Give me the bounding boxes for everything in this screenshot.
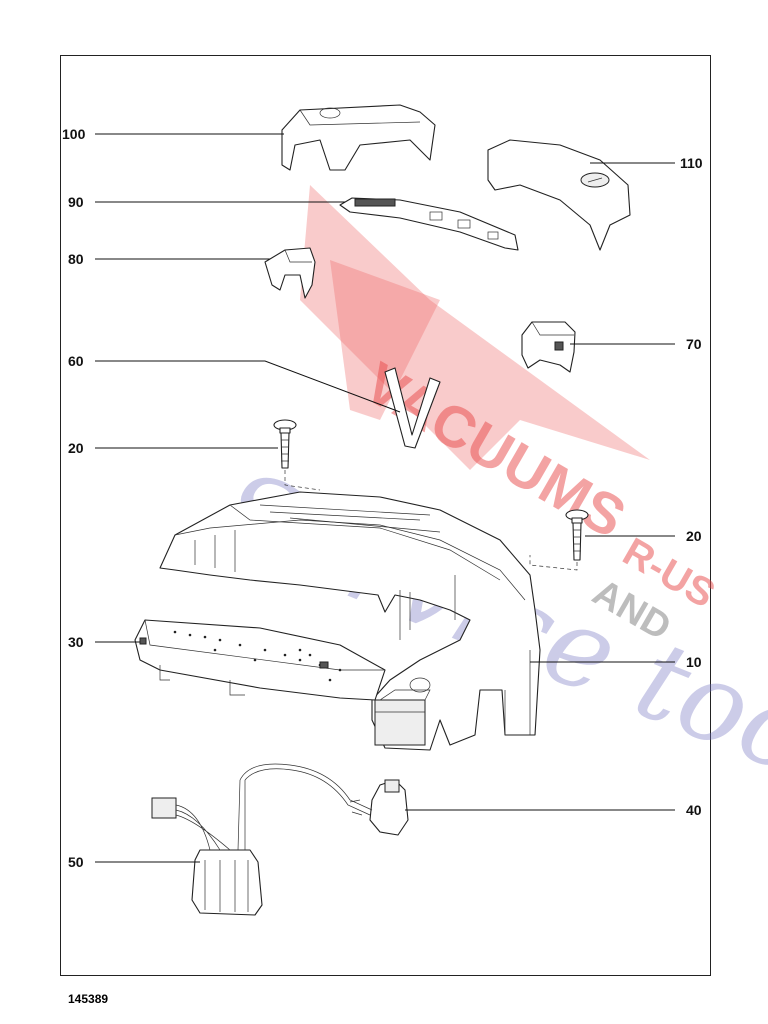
part-100-top-cover <box>281 104 436 171</box>
part-40-switch <box>239 763 409 836</box>
callout-100: 100 <box>62 126 86 142</box>
leader-60 <box>95 360 401 413</box>
callout-110: 110 <box>680 155 703 171</box>
screw-guide-left <box>284 470 321 491</box>
part-30-pcb <box>134 619 386 701</box>
callout-70: 70 <box>686 336 702 352</box>
part-20-screw-right <box>565 509 589 561</box>
part-110-side-cover <box>487 139 631 251</box>
leader-lines <box>95 133 675 863</box>
callout-60: 60 <box>68 353 84 369</box>
watermark: VACUUMS R-US AND Service too <box>200 185 768 800</box>
part-70-button <box>521 321 576 373</box>
callout-80: 80 <box>68 251 84 267</box>
callout-10: 10 <box>686 654 702 670</box>
part-50-connector <box>151 779 263 916</box>
part-10-main-housing <box>159 491 541 751</box>
callout-40: 40 <box>686 802 702 818</box>
watermark-red-shape <box>300 185 650 470</box>
callout-20-left: 20 <box>68 440 84 456</box>
part-90-membrane <box>339 197 519 251</box>
diagram-frame <box>60 55 711 976</box>
callout-50: 50 <box>68 854 84 870</box>
reference-number: 145389 <box>68 992 109 1006</box>
part-80-bracket <box>264 247 316 299</box>
callout-labels: 100 110 90 80 70 60 20 20 30 10 40 50 <box>62 126 703 870</box>
callout-20-right: 20 <box>686 528 702 544</box>
screw-guide-right <box>529 555 578 571</box>
part-60-spring <box>384 367 441 449</box>
part-20-screw-left <box>273 419 297 469</box>
callout-30: 30 <box>68 634 84 650</box>
callout-90: 90 <box>68 194 84 210</box>
watermark-red-shape-inner <box>330 260 440 420</box>
